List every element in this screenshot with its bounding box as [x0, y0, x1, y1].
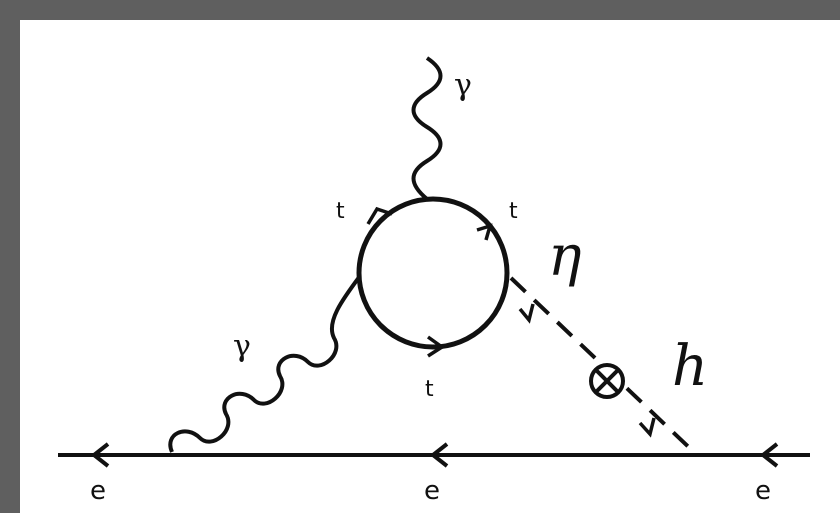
electron-label-left: e: [90, 476, 106, 506]
top-label-right: t: [509, 199, 518, 224]
photon-left-label: γ: [233, 329, 251, 364]
electron-arrow-right: [759, 442, 779, 468]
electron-arrow-middle: [429, 442, 449, 468]
photon-left: [168, 274, 362, 453]
electron-label-middle: e: [424, 476, 440, 506]
mixing-insertion-icon: [589, 363, 625, 399]
h-label: h: [672, 334, 708, 399]
top-label-left: t: [336, 199, 345, 224]
top-label-bottom: t: [425, 377, 434, 402]
diagram-panel: [20, 20, 840, 513]
electron-label-right: e: [755, 476, 771, 506]
electron-arrow-left: [90, 442, 110, 468]
loop-arrow-upper-left: [366, 206, 393, 225]
loop-arrow-bottom: [426, 335, 446, 358]
scalar-arrow-lower: [638, 417, 656, 438]
loop-arrow-upper-right: [476, 223, 493, 241]
eta-label: η: [548, 224, 582, 289]
top-quark-loop: [356, 196, 510, 350]
scalar-arrow-upper: [518, 303, 535, 324]
photon-top: [411, 56, 443, 201]
photon-top-label: γ: [454, 68, 472, 103]
